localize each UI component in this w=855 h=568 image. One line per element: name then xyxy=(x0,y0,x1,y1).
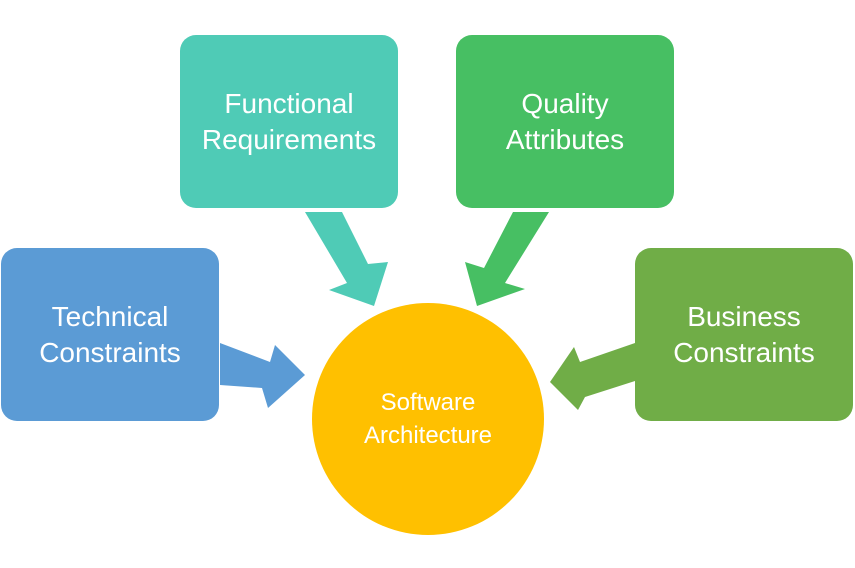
node-business-constraints: Business Constraints xyxy=(635,248,853,421)
node-quality-attributes: Quality Attributes xyxy=(456,35,674,208)
node-functional-requirements: Functional Requirements xyxy=(180,35,398,208)
center-label-line: Architecture xyxy=(363,422,493,449)
node-label: Technical Constraints xyxy=(39,299,181,371)
center-label: Software Architecture xyxy=(364,386,492,452)
node-label: Functional Requirements xyxy=(202,86,376,158)
node-label-line: Functional xyxy=(224,87,354,119)
arrow-business-constraints xyxy=(550,343,635,410)
arrow-functional-requirements xyxy=(305,212,388,306)
node-label-line: Quality xyxy=(521,87,609,119)
node-label-line: Constraints xyxy=(39,336,181,368)
node-label-line: Technical xyxy=(51,300,169,332)
node-label: Quality Attributes xyxy=(506,86,624,158)
node-label-line: Requirements xyxy=(201,123,377,155)
node-label: Business Constraints xyxy=(673,299,815,371)
center-software-architecture: Software Architecture xyxy=(312,303,544,535)
arrow-quality-attributes xyxy=(465,212,549,306)
node-technical-constraints: Technical Constraints xyxy=(1,248,219,421)
node-label-line: Attributes xyxy=(505,123,625,155)
arrow-technical-constraints xyxy=(220,343,305,408)
node-label-line: Business xyxy=(687,300,801,332)
center-label-line: Software xyxy=(380,389,476,416)
node-label-line: Constraints xyxy=(673,336,815,368)
